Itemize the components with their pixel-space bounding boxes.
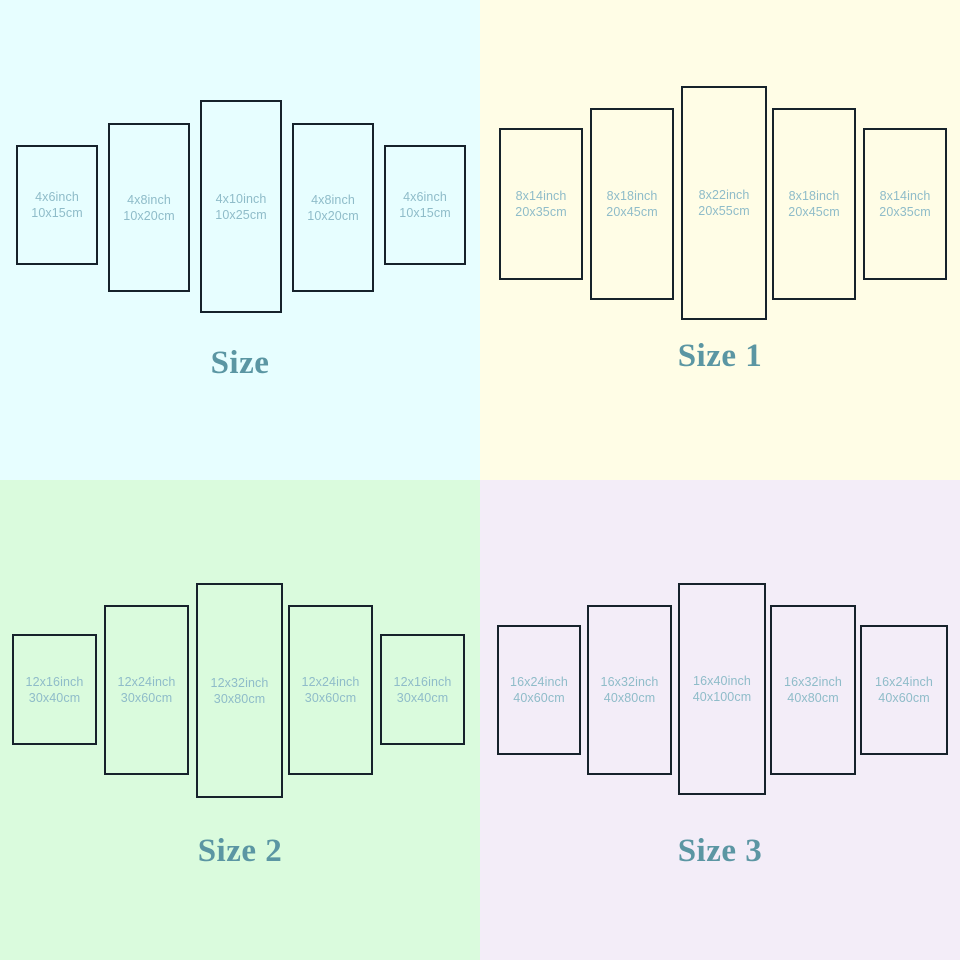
- panel-size-label: 8x18inch 20x45cm: [606, 188, 657, 220]
- panel-size-inch: 12x16inch: [25, 674, 84, 689]
- panel-size-cm: 40x60cm: [513, 691, 565, 705]
- panel-size-inch: 8x14inch: [879, 189, 931, 203]
- panel-size-cm: 30x40cm: [396, 690, 449, 705]
- panel-size-label: 16x24inch 40x60cm: [875, 674, 933, 706]
- panel-right-outer[interactable]: 8x14inch 20x35cm: [863, 128, 947, 280]
- panel-size-cm: 20x35cm: [879, 205, 931, 219]
- panel-size-inch: 4x8inch: [127, 192, 171, 207]
- quadrant-size-1: 8x14inch 20x35cm 8x18inch 20x45cm 8x22inch 20…: [480, 0, 960, 480]
- panel-size-inch: 16x32inch: [600, 675, 659, 689]
- panel-left-inner[interactable]: 12x24inch 30x60cm: [104, 605, 189, 775]
- quadrant-size-3: 16x24inch 40x60cm 16x32inch 40x80cm 16x40inc…: [480, 480, 960, 960]
- panel-left-outer[interactable]: 4x6inch 10x15cm: [16, 145, 98, 265]
- panel-size-label: 4x6inch 10x15cm: [399, 189, 450, 221]
- panel-size-label: 8x18inch 20x45cm: [788, 188, 839, 220]
- panel-size-inch: 16x24inch: [510, 675, 568, 689]
- panel-left-inner[interactable]: 16x32inch 40x80cm: [587, 605, 672, 775]
- panel-size-inch: 16x24inch: [875, 675, 933, 689]
- panel-size-inch: 4x10inch: [215, 191, 267, 206]
- panel-right-inner[interactable]: 12x24inch 30x60cm: [288, 605, 373, 775]
- panel-right-outer[interactable]: 16x24inch 40x60cm: [860, 625, 948, 755]
- panel-size-label: 16x40inch 40x100cm: [693, 673, 751, 705]
- panel-size-label: 8x14inch 20x35cm: [515, 188, 566, 220]
- panel-size-cm: 20x45cm: [788, 205, 840, 219]
- panel-size-cm: 30x60cm: [120, 691, 173, 705]
- panel-size-cm: 10x15cm: [399, 206, 451, 220]
- panel-right-outer[interactable]: 4x6inch 10x15cm: [384, 145, 466, 265]
- quadrant-title: Size: [210, 345, 270, 381]
- panel-left-outer[interactable]: 16x24inch 40x60cm: [497, 625, 581, 755]
- panel-group: 16x24inch 40x60cm 16x32inch 40x80cm 16x40inc…: [480, 480, 960, 960]
- panel-size-cm: 40x60cm: [878, 691, 930, 705]
- panel-size-cm: 20x45cm: [606, 205, 658, 219]
- panel-size-cm: 10x25cm: [215, 207, 267, 222]
- panel-size-cm: 20x35cm: [515, 205, 567, 219]
- quadrant-title: Size 3: [677, 833, 763, 869]
- panel-size-inch: 12x32inch: [210, 675, 269, 690]
- panel-size-label: 4x6inch 10x15cm: [31, 189, 82, 221]
- panel-size-inch: 8x18inch: [606, 189, 658, 203]
- panel-size-inch: 8x14inch: [515, 189, 567, 203]
- panel-center[interactable]: 8x22inch 20x55cm: [681, 86, 767, 320]
- quadrant-title: Size 1: [677, 338, 763, 374]
- panel-center[interactable]: 16x40inch 40x100cm: [678, 583, 766, 795]
- panel-size-inch: 12x24inch: [301, 675, 360, 689]
- panel-right-inner[interactable]: 16x32inch 40x80cm: [770, 605, 856, 775]
- panel-right-inner[interactable]: 8x18inch 20x45cm: [772, 108, 856, 300]
- panel-size-label: 16x32inch 40x80cm: [601, 674, 659, 706]
- panel-size-label: 16x32inch 40x80cm: [784, 674, 842, 706]
- panel-size-cm: 10x20cm: [307, 208, 359, 223]
- panel-size-inch: 8x18inch: [788, 189, 840, 203]
- panel-size-cm: 40x80cm: [603, 691, 656, 705]
- panel-size-inch: 4x6inch: [403, 190, 447, 204]
- panel-size-cm: 10x15cm: [31, 206, 83, 220]
- panel-size-inch: 12x16inch: [393, 674, 452, 689]
- panel-size-label: 12x24inch 30x60cm: [302, 674, 360, 706]
- panel-size-label: 12x24inch 30x60cm: [118, 674, 176, 706]
- panel-size-label: 8x22inch 20x55cm: [698, 187, 749, 219]
- panel-size-label: 16x24inch 40x60cm: [510, 674, 568, 706]
- panel-size-cm: 30x80cm: [213, 691, 266, 706]
- panel-left-inner[interactable]: 8x18inch 20x45cm: [590, 108, 674, 300]
- panel-size-inch: 16x40inch: [693, 674, 751, 688]
- panel-size-inch: 4x6inch: [35, 190, 79, 204]
- panel-size-cm: 40x80cm: [787, 691, 839, 705]
- panel-size-cm: 40x100cm: [692, 690, 752, 704]
- panel-size-cm: 10x20cm: [123, 208, 175, 223]
- panel-size-label: 8x14inch 20x35cm: [879, 188, 930, 220]
- panel-size-inch: 16x32inch: [784, 675, 842, 689]
- panel-size-inch: 8x22inch: [698, 188, 750, 202]
- panel-size-inch: 4x8inch: [311, 192, 355, 207]
- panel-left-outer[interactable]: 8x14inch 20x35cm: [499, 128, 583, 280]
- panel-size-cm: 30x40cm: [28, 690, 81, 705]
- panel-size-cm: 30x60cm: [304, 691, 357, 705]
- quadrant-title: Size 2: [197, 833, 283, 869]
- panel-size-cm: 20x55cm: [698, 204, 750, 218]
- panel-group: 8x14inch 20x35cm 8x18inch 20x45cm 8x22inch 20…: [480, 0, 960, 480]
- panel-size-inch: 12x24inch: [117, 675, 176, 689]
